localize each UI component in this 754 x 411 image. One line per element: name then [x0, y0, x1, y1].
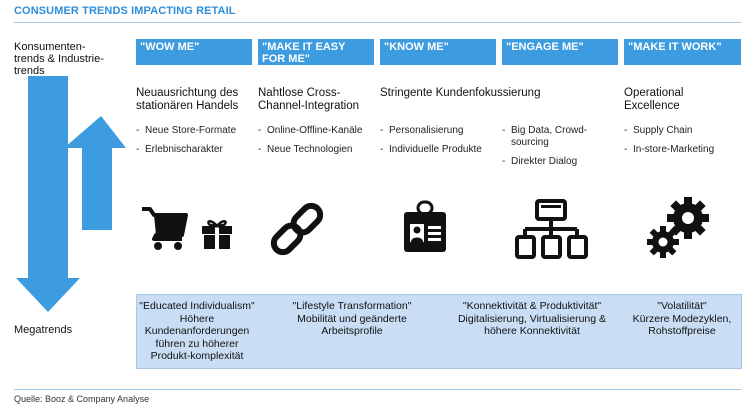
gears-icon [647, 197, 709, 258]
megatrend-text: Höhere Kundenanforderungen führen zu höh… [144, 312, 250, 363]
id-badge-icon [404, 200, 446, 252]
chain-link-icon [270, 202, 324, 256]
network-diagram-icon [515, 199, 588, 259]
megatrend-text: Kürzere Modezyklen, Rohstoffpreise [632, 312, 732, 338]
header-make-it-work: "MAKE IT WORK" [624, 39, 741, 65]
megatrend-title: "Volatilität" [657, 300, 707, 312]
trend-title-customer-focus: Stringente Kundenfokussierung [380, 87, 541, 99]
list-item: Direkter Dialog [502, 156, 602, 168]
megatrend-title: "Konnektivität & Produktivität" [462, 300, 602, 312]
trend-title-operational: Operational Excellence [624, 87, 684, 112]
list-item: In-store-Marketing [624, 144, 740, 156]
list-item: Erlebnischarakter [136, 144, 252, 156]
megatrend-text: Mobilität und geänderte Arbeitsprofile [297, 312, 407, 338]
arrows-graphic [16, 76, 126, 312]
header-wow-me: "WOW ME" [136, 39, 252, 65]
left-label-megatrends: Megatrends [14, 324, 73, 336]
shopping-cart-icon [142, 207, 188, 250]
list-item: Online-Offline-Kanäle [258, 125, 376, 137]
source-note: Quelle: Booz & Company Analyse [14, 394, 150, 404]
megatrend-title: "Educated Individualism" [139, 300, 255, 312]
megatrend-educated-individualism: "Educated Individualism" Höhere Kundenan… [136, 300, 258, 363]
bullet-list-know-me: Personalisierung Individuelle Produkte [380, 125, 496, 163]
trend-title-cross-channel: Nahtlose Cross-Channel-Integration [258, 87, 360, 112]
megatrends-panel [136, 294, 742, 369]
list-item: Individuelle Produkte [380, 144, 496, 156]
megatrend-text: Digitalisierung, Virtualisierung & höher… [457, 312, 607, 338]
gift-icon [202, 220, 232, 249]
trend-title-stationary: Neuausrichtung des stationären Handels [136, 87, 239, 112]
bullet-list-make-it-work: Supply Chain In-store-Marketing [624, 125, 740, 163]
source-divider [14, 389, 741, 390]
bullet-list-wow-me: Neue Store-Formate Erlebnischarakter [136, 125, 252, 163]
down-arrow-icon [16, 76, 80, 312]
megatrend-lifestyle-transformation: "Lifestyle Transformation" Mobilität und… [290, 300, 414, 338]
bullet-list-make-it-easy: Online-Offline-Kanäle Neue Technologien [258, 125, 376, 163]
header-make-it-easy: "MAKE IT EASY FOR ME" [258, 39, 374, 65]
page-title: CONSUMER TRENDS IMPACTING RETAIL [14, 5, 236, 17]
bullet-list-engage-me: Big Data, Crowd-sourcing Direkter Dialog [502, 125, 602, 175]
left-label-consumer-trends: Konsumenten- trends & Industrie- trends [14, 41, 104, 77]
header-engage-me: "ENGAGE ME" [502, 39, 618, 65]
megatrend-connectivity: "Konnektivität & Produktivität" Digitali… [452, 300, 612, 338]
title-divider [14, 22, 741, 23]
megatrend-title: "Lifestyle Transformation" [292, 300, 412, 312]
list-item: Personalisierung [380, 125, 496, 137]
megatrend-volatility: "Volatilität" Kürzere Modezyklen, Rohsto… [625, 300, 739, 338]
list-item: Big Data, Crowd-sourcing [502, 125, 602, 149]
up-arrow-icon [64, 116, 126, 230]
list-item: Neue Technologien [258, 144, 376, 156]
list-item: Supply Chain [624, 125, 740, 137]
list-item: Neue Store-Formate [136, 125, 252, 137]
header-know-me: "KNOW ME" [380, 39, 496, 65]
